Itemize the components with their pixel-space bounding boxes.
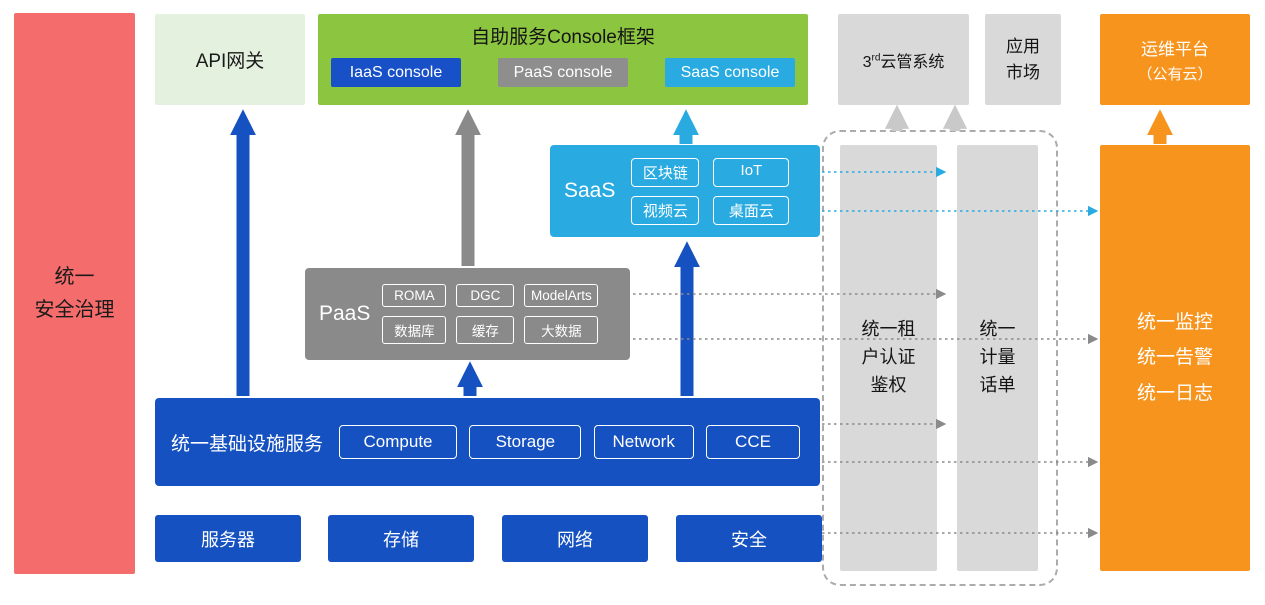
saas-item-video-cloud: 视频云 xyxy=(631,195,700,225)
tenant-services-dashed-frame xyxy=(822,130,1058,586)
api-gateway-box: API网关 xyxy=(155,14,305,105)
app-market-box: 应用 市场 xyxy=(985,14,1061,105)
paas-console-chip: PaaS console xyxy=(498,58,628,87)
network-box: 网络 xyxy=(502,515,648,562)
om-platform-line1: 运维平台 xyxy=(1141,40,1209,59)
paas-layer-box: PaaS ROMA DGC ModelArts 数据库 缓存 大数据 xyxy=(305,268,630,360)
paas-items-grid: ROMA DGC ModelArts 数据库 缓存 大数据 xyxy=(382,284,599,344)
om-platform-line2: （公有云） xyxy=(1137,66,1213,83)
paas-item-database: 数据库 xyxy=(382,316,447,344)
security-box: 安全 xyxy=(676,515,822,562)
saas-items-grid: 区块链 IoT 视频云 桌面云 xyxy=(631,157,790,225)
infra-item-compute: Compute xyxy=(339,425,458,459)
monitoring-alarm-log-bar: 统一监控 统一告警 统一日志 xyxy=(1100,145,1250,571)
security-governance-bar: 统一 安全治理 xyxy=(14,13,135,574)
app-market-label: 应用 市场 xyxy=(1006,37,1040,82)
third-party-cloud-mgmt-box: 3rd云管系统 xyxy=(838,14,969,105)
tenant-auth-bar: 统一租 户认证 鉴权 xyxy=(840,145,937,571)
metering-billing-label: 统一 计量 话单 xyxy=(979,319,1016,395)
saas-item-blockchain: 区块链 xyxy=(631,157,700,187)
api-gateway-label: API网关 xyxy=(195,51,265,72)
metering-billing-bar: 统一 计量 话单 xyxy=(957,145,1038,571)
infrastructure-layer-label: 统一基础设施服务 xyxy=(171,433,324,455)
console-framework-title: 自助服务Console框架 xyxy=(471,27,655,48)
console-chip-row: IaaS console PaaS console SaaS console xyxy=(318,58,808,87)
third-party-cloud-mgmt-label: 3rd云管系统 xyxy=(862,52,945,71)
saas-layer-box: SaaS 区块链 IoT 视频云 桌面云 xyxy=(550,145,820,237)
iaas-console-chip: IaaS console xyxy=(331,58,461,87)
paas-item-roma: ROMA xyxy=(382,284,447,307)
server-box: 服务器 xyxy=(155,515,301,562)
infra-item-cce: CCE xyxy=(706,425,800,459)
paas-layer-label: PaaS xyxy=(319,302,371,325)
paas-item-modelarts: ModelArts xyxy=(524,284,599,307)
paas-item-dgc: DGC xyxy=(456,284,515,307)
saas-console-chip: SaaS console xyxy=(665,58,795,87)
console-framework-box: 自助服务Console框架 IaaS console PaaS console … xyxy=(318,14,808,105)
monitoring-alarm-log-label: 统一监控 统一告警 统一日志 xyxy=(1136,312,1213,404)
infrastructure-items-row: Compute Storage Network CCE xyxy=(339,425,800,459)
saas-item-desktop-cloud: 桌面云 xyxy=(713,195,790,225)
tenant-auth-label: 统一租 户认证 鉴权 xyxy=(861,319,916,395)
paas-item-bigdata: 大数据 xyxy=(524,316,599,344)
saas-layer-label: SaaS xyxy=(564,179,616,202)
infra-item-network: Network xyxy=(593,425,694,459)
security-governance-label: 统一 安全治理 xyxy=(34,265,115,321)
infra-item-storage: Storage xyxy=(469,425,582,459)
storage-box: 存储 xyxy=(328,515,474,562)
om-platform-box: 运维平台 （公有云） xyxy=(1100,14,1250,105)
saas-item-iot: IoT xyxy=(713,157,790,187)
paas-item-cache: 缓存 xyxy=(456,316,515,344)
infrastructure-layer-box: 统一基础设施服务 Compute Storage Network CCE xyxy=(155,398,820,486)
